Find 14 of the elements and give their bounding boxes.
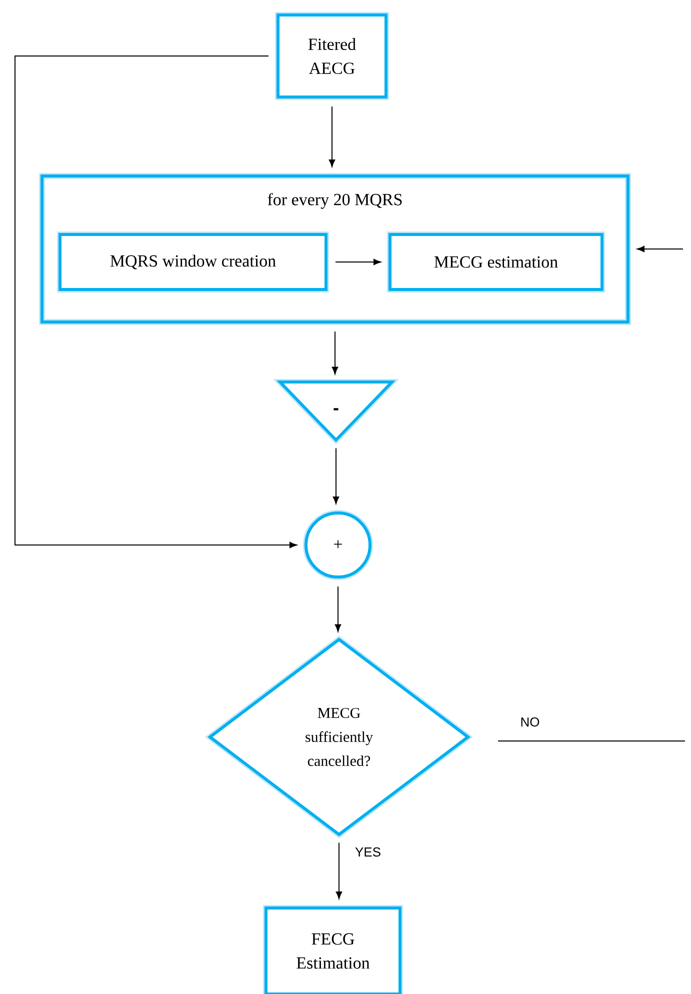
arrow — [334, 586, 342, 632]
edge-label: NO — [519, 716, 541, 728]
arrow — [335, 258, 381, 266]
process-box: Fitered AECG — [275, 12, 389, 100]
arrow — [14, 56, 297, 548]
arrow — [332, 448, 340, 504]
process-box: MECG estimation — [387, 232, 605, 292]
arrow — [336, 842, 342, 900]
process-box: MQRS window creation — [57, 232, 329, 292]
edge-label: YES — [354, 846, 382, 858]
process-box: FECG Estimation — [263, 905, 403, 994]
arrow — [332, 331, 338, 374]
arrow — [328, 106, 336, 168]
arrow — [636, 246, 684, 252]
